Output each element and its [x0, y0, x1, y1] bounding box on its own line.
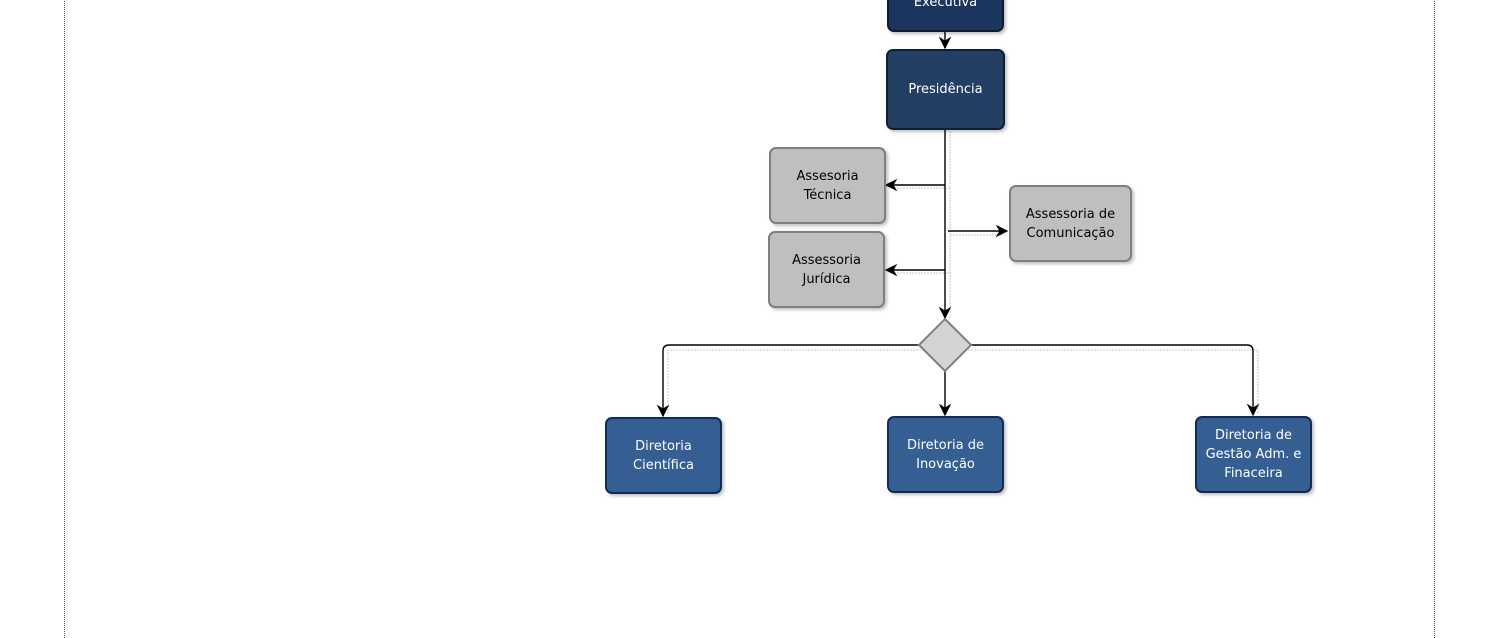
node-diretoria-gestao: Diretoria de Gestão Adm. e Finaceira: [1195, 416, 1312, 493]
node-assessoria-comunicacao-label: Assessoria de Comunicação: [1025, 206, 1116, 241]
connector-shadows: [667, 131, 1259, 414]
node-presidencia: Presidência: [886, 49, 1005, 130]
node-assessoria-tecnica-label: Assesoria Técnica: [796, 168, 859, 203]
node-diretoria-gestao-label: Diretoria de Gestão Adm. e Finaceira: [1205, 428, 1302, 481]
node-assessoria-juridica: Assessoria Jurídica: [768, 231, 885, 308]
node-executiva-label: Executiva: [913, 0, 978, 10]
node-diretoria-cientifica-label: Diretoria Científica: [633, 438, 694, 473]
edge-decision-diretoria-gestao: [970, 344, 1260, 417]
node-diretoria-inovacao: Diretoria de Inovação: [887, 416, 1004, 493]
node-presidencia-label: Presidência: [908, 82, 983, 97]
decision-diamond: [917, 317, 973, 373]
node-assessoria-juridica-label: Assessoria Jurídica: [792, 252, 861, 287]
node-diretoria-cientifica: Diretoria Científica: [605, 417, 722, 494]
node-assessoria-tecnica: Assesoria Técnica: [769, 147, 886, 224]
edge-decision-diretoria-cientifica: [656, 344, 920, 418]
node-assessoria-comunicacao: Assessoria de Comunicação: [1009, 185, 1132, 262]
node-diretoria-inovacao-label: Diretoria de Inovação: [906, 437, 985, 472]
node-executiva: Executiva: [887, 0, 1004, 32]
page-frame: [64, 0, 1435, 638]
